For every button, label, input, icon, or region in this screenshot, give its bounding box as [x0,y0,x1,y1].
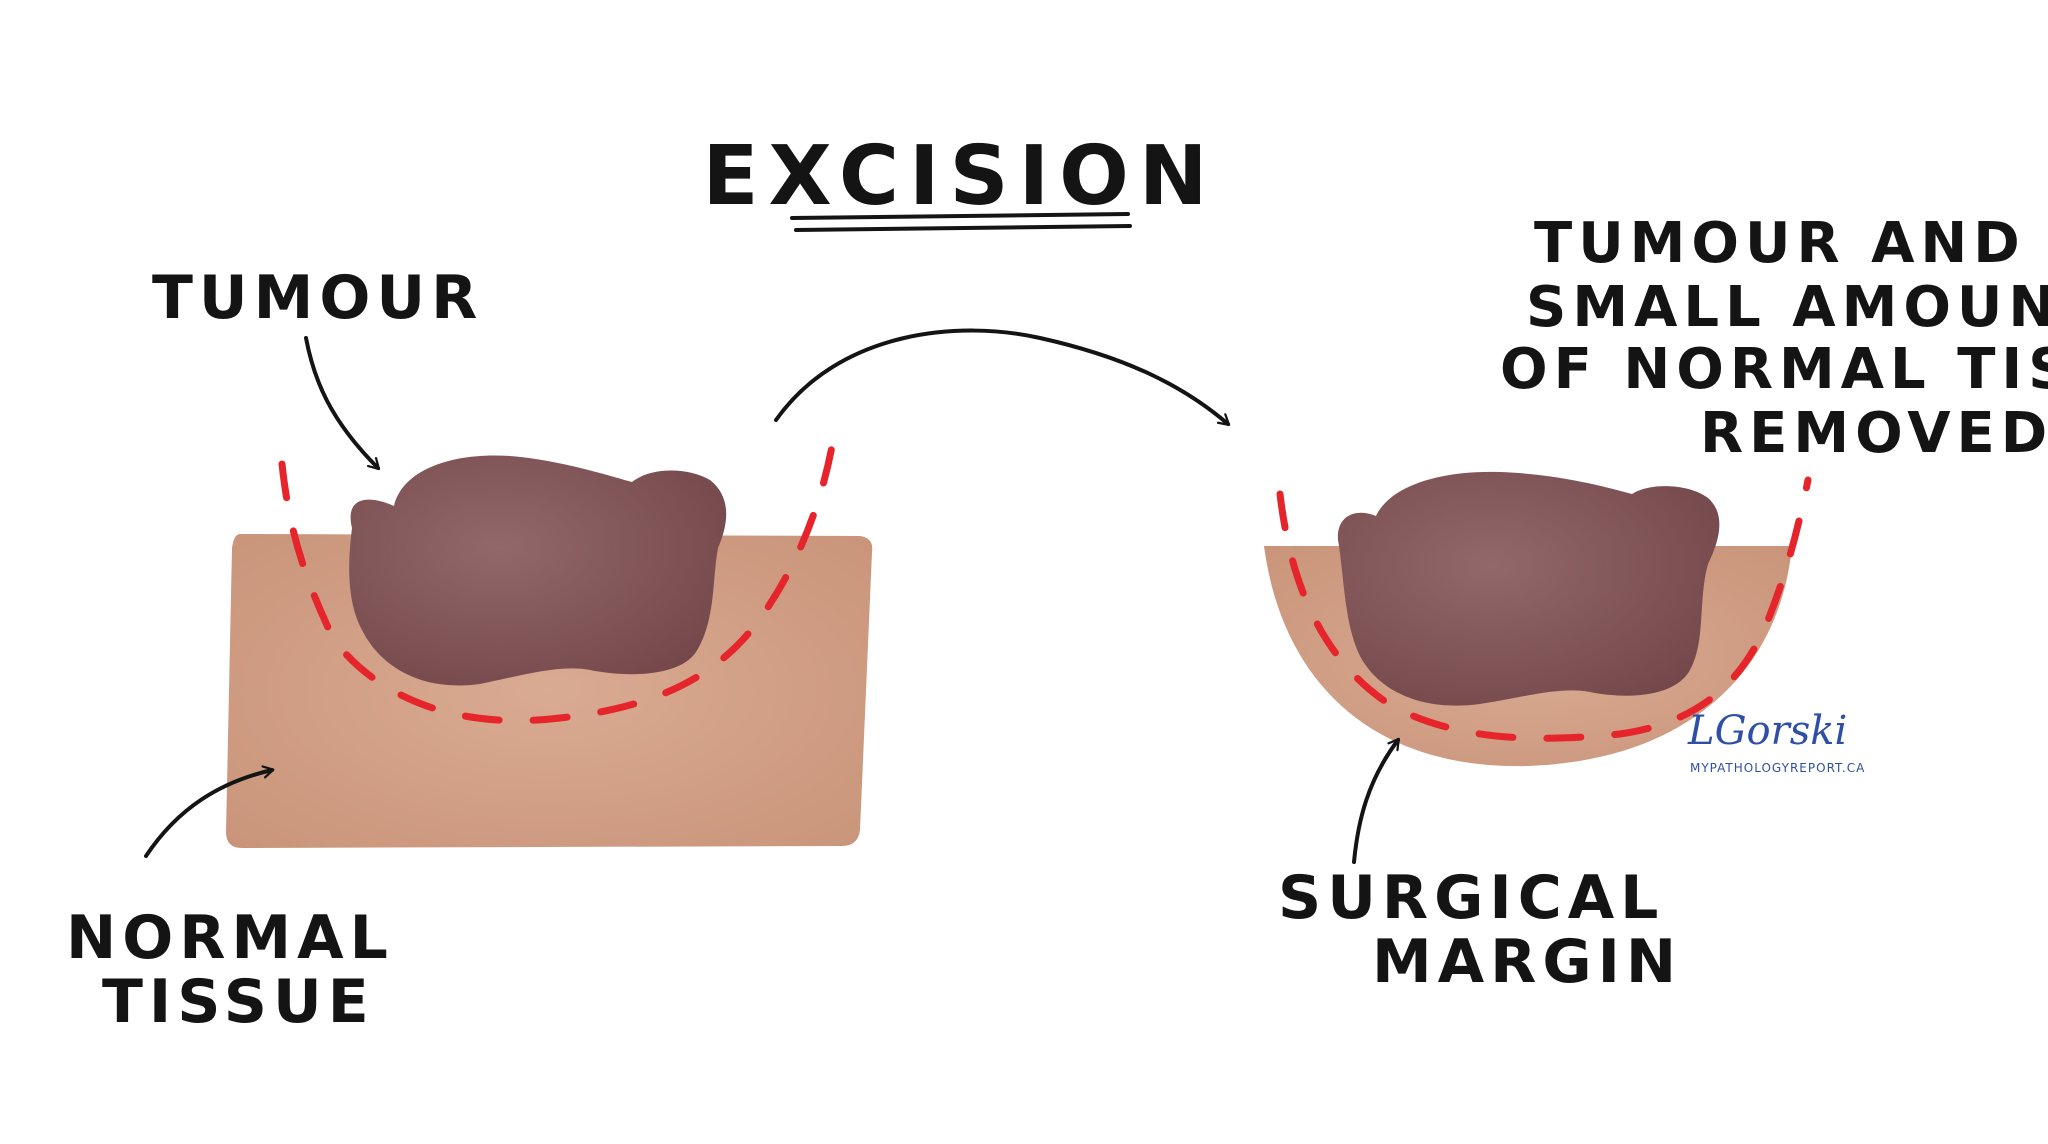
tumour-arrow [304,336,381,471]
title-underline-1 [790,212,1130,220]
removed-label-line2: SMALL AMOUNT [1526,275,2048,340]
removed-label-line3: OF NORMAL TISSUE [1500,337,2048,402]
tumour-label: TUMOUR [152,263,483,333]
normal-tissue-arrow [144,765,275,858]
excision-margin-line-left [278,442,836,725]
artist-signature: LGorski [1687,708,1847,754]
surgical-margin-line [1276,476,1812,742]
surgical-margin-arrow [1352,737,1400,864]
normal-tissue-label-line1: NORMAL [66,903,394,973]
removed-label-line1: TUMOUR AND [1534,211,2026,276]
page-title: EXCISION [703,129,1218,224]
normal-tissue-label-line2: TISSUE [102,967,375,1037]
excision-transition-arrow [774,328,1231,427]
excised-tumour [1337,471,1720,706]
surgical-margin-label-line2: MARGIN [1372,927,1682,997]
removed-label-line4: REMOVED [1700,401,2048,466]
title-underline-2 [794,224,1132,232]
surgical-margin-label-line1: SURGICAL [1278,863,1664,933]
artist-website: MYPATHOLOGYREPORT.CA [1690,761,1865,775]
tumour [349,455,727,686]
